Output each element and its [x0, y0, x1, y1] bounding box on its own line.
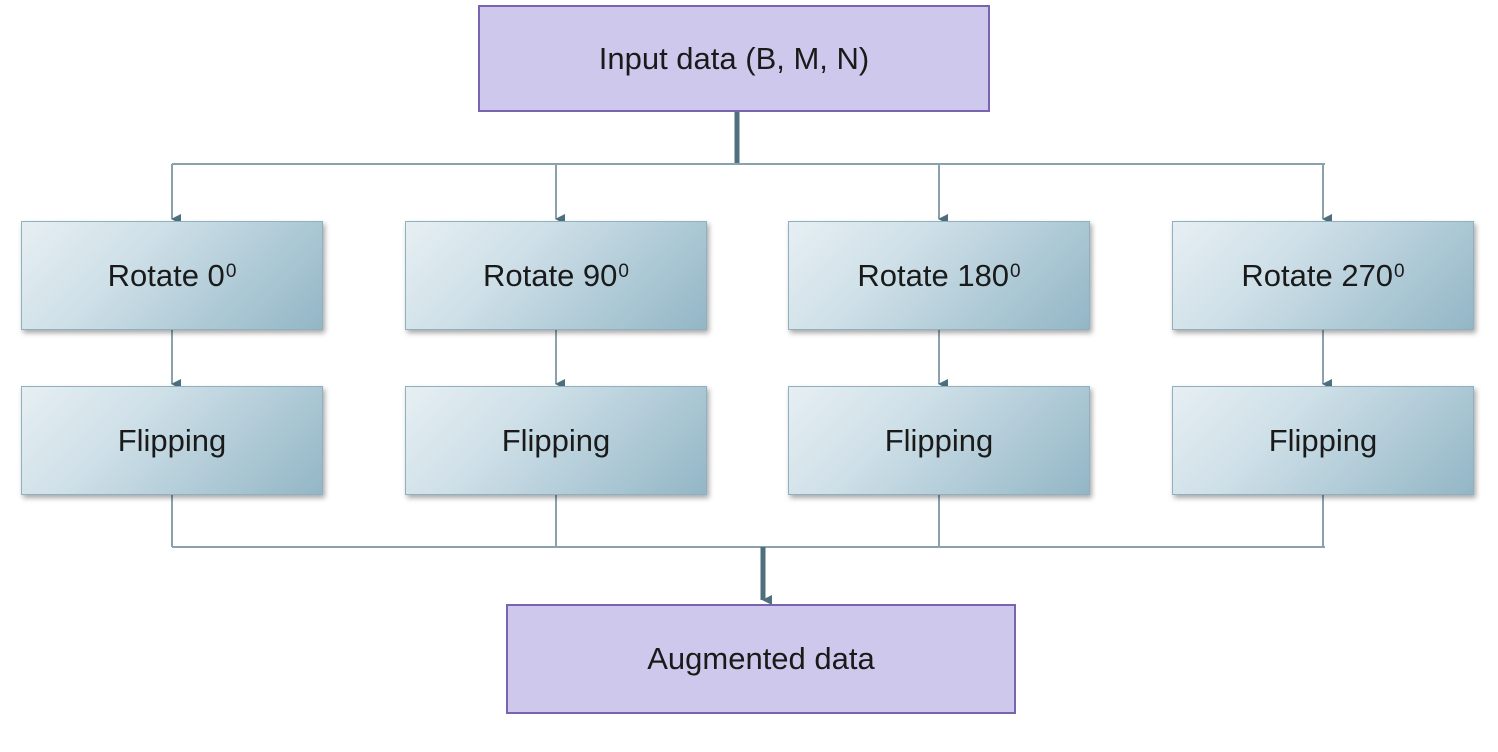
flipping-label: Flipping: [1268, 422, 1378, 458]
flipping-box: Flipping: [788, 386, 1090, 495]
flipping-label: Flipping: [117, 422, 227, 458]
degree-superscript: 0: [1394, 260, 1405, 282]
flipping-box: Flipping: [405, 386, 707, 495]
degree-superscript: 0: [225, 260, 237, 282]
rotate-label: Rotate 180: [857, 257, 1010, 293]
degree-superscript: 0: [618, 260, 629, 282]
flipping-box: Flipping: [1172, 386, 1474, 495]
rotate-label: Rotate 0: [107, 257, 225, 293]
rotate-label: Rotate 270: [1241, 257, 1394, 293]
input-data-label: Input data (B, M, N): [598, 40, 870, 76]
augmented-data-label: Augmented data: [647, 641, 875, 676]
input-data-box: Input data (B, M, N): [478, 5, 990, 112]
flipping-label: Flipping: [884, 422, 994, 458]
rotate-label: Rotate 90: [482, 257, 618, 293]
flipping-label: Flipping: [501, 422, 611, 458]
flipping-box: Flipping: [21, 386, 323, 495]
degree-superscript: 0: [1010, 260, 1021, 282]
augmented-data-box: Augmented data: [506, 604, 1016, 714]
